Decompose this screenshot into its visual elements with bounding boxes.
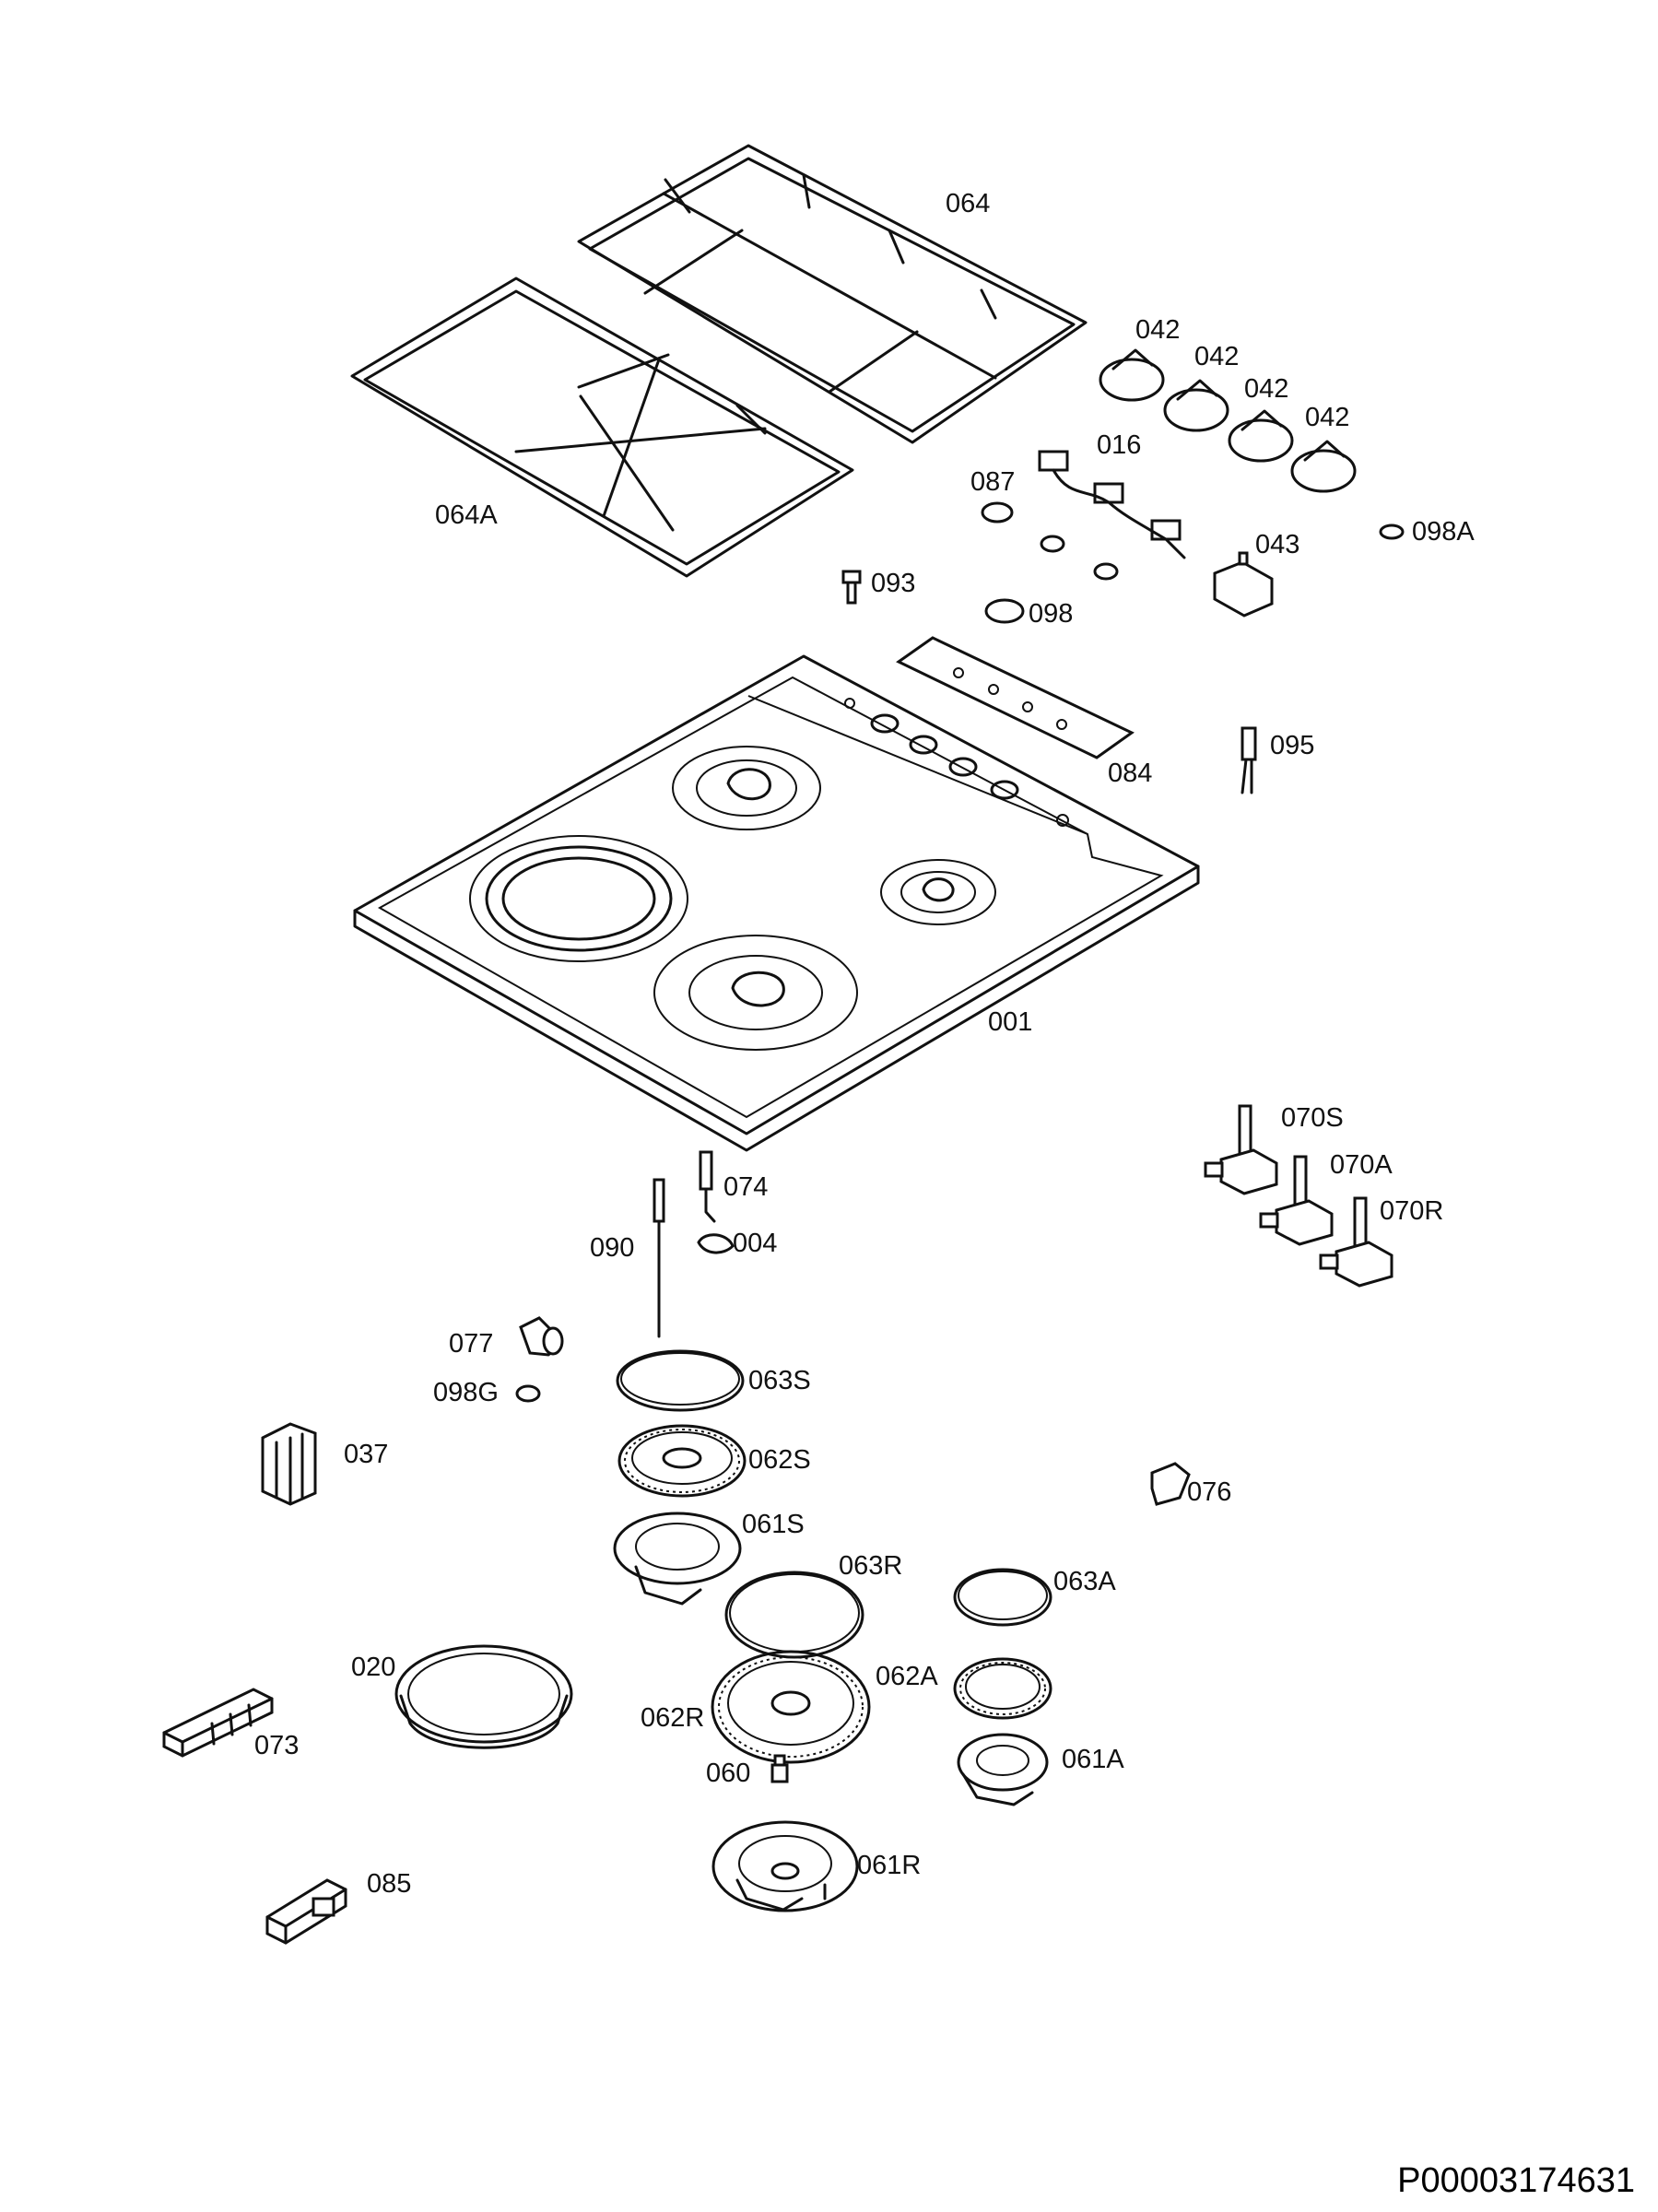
part-090-thermocouple-probe	[653, 1178, 665, 1338]
label-062A: 062A	[876, 1662, 938, 1691]
label-061R: 061R	[857, 1851, 921, 1880]
part-001-hob-top	[353, 654, 1200, 1152]
label-098: 098	[1029, 599, 1073, 629]
part-098-washer	[984, 598, 1025, 624]
part-063A-burner-cap	[953, 1568, 1052, 1627]
label-077: 077	[449, 1329, 493, 1359]
label-073: 073	[254, 1731, 299, 1760]
knob-icon	[1228, 409, 1294, 463]
part-062R-flame-spreader	[711, 1650, 871, 1764]
part-062A-flame-spreader	[953, 1657, 1052, 1720]
label-085: 085	[367, 1869, 411, 1899]
knob-icon	[1163, 379, 1229, 432]
label-061A: 061A	[1062, 1745, 1124, 1774]
valve-icon	[1259, 1155, 1334, 1246]
label-095: 095	[1270, 731, 1314, 760]
part-004-clip	[697, 1233, 735, 1254]
part-064A-pan-support	[350, 276, 854, 578]
part-095-thermocouple	[1241, 726, 1257, 794]
label-037: 037	[344, 1440, 388, 1469]
label-090: 090	[590, 1233, 634, 1263]
label-076: 076	[1187, 1477, 1231, 1507]
label-064A: 064A	[435, 500, 498, 530]
knob-icon	[1099, 348, 1165, 402]
part-060-injector	[770, 1754, 789, 1783]
label-098A: 098A	[1412, 517, 1475, 547]
part-043-spark-generator	[1213, 551, 1274, 618]
part-061A-burner-base	[957, 1733, 1049, 1806]
document-code: P00003174631	[1397, 2161, 1635, 2200]
label-042-d: 042	[1305, 403, 1349, 432]
label-062R: 062R	[641, 1703, 704, 1733]
label-020: 020	[351, 1653, 395, 1682]
label-043: 043	[1255, 530, 1299, 559]
label-084: 084	[1108, 759, 1152, 788]
label-061S: 061S	[742, 1510, 805, 1539]
part-070-gas-valves	[1204, 1104, 1393, 1288]
label-063R: 063R	[839, 1551, 902, 1581]
label-064: 064	[946, 189, 990, 218]
label-070R: 070R	[1380, 1196, 1443, 1226]
label-074: 074	[723, 1172, 768, 1202]
label-042-c: 042	[1244, 374, 1288, 404]
part-076-bracket	[1150, 1462, 1191, 1506]
label-070A: 070A	[1330, 1150, 1393, 1180]
label-070S: 070S	[1281, 1103, 1344, 1133]
part-063R-burner-cap	[724, 1571, 864, 1659]
part-063S-burner-cap	[616, 1349, 745, 1412]
label-062S: 062S	[748, 1445, 811, 1475]
label-060: 060	[706, 1759, 750, 1788]
knob-icon	[1290, 440, 1357, 493]
part-061R-burner-base	[711, 1820, 859, 1912]
part-077-elbow-connector	[519, 1316, 564, 1357]
label-042-b: 042	[1194, 342, 1239, 371]
part-020-triple-crown-cap	[394, 1644, 573, 1749]
label-042-a: 042	[1135, 315, 1180, 345]
label-063S: 063S	[748, 1366, 811, 1395]
label-004: 004	[733, 1229, 777, 1258]
part-085-terminal-connector	[265, 1878, 347, 1945]
label-016: 016	[1097, 430, 1141, 460]
part-061S-burner-base	[613, 1512, 742, 1606]
label-087: 087	[970, 467, 1015, 497]
part-074-spark-plug	[699, 1150, 716, 1223]
part-037-connector-block	[261, 1422, 317, 1506]
part-016-ignition-harness	[1038, 450, 1186, 559]
part-042-control-knobs	[1099, 348, 1357, 493]
part-098G-washer	[515, 1384, 541, 1403]
label-093: 093	[871, 569, 915, 598]
part-093-screw	[841, 570, 862, 605]
valve-icon	[1204, 1104, 1278, 1195]
part-087-seals	[981, 501, 1119, 581]
label-063A: 063A	[1053, 1567, 1116, 1596]
valve-icon	[1319, 1196, 1393, 1288]
part-064-pan-support	[577, 144, 1088, 444]
part-084-control-strip	[896, 636, 1135, 759]
part-098A-washer	[1379, 524, 1405, 540]
part-073-ignition-module	[162, 1688, 274, 1758]
part-062S-flame-spreader	[617, 1424, 747, 1498]
label-098G: 098G	[433, 1378, 499, 1407]
label-001: 001	[988, 1007, 1032, 1037]
